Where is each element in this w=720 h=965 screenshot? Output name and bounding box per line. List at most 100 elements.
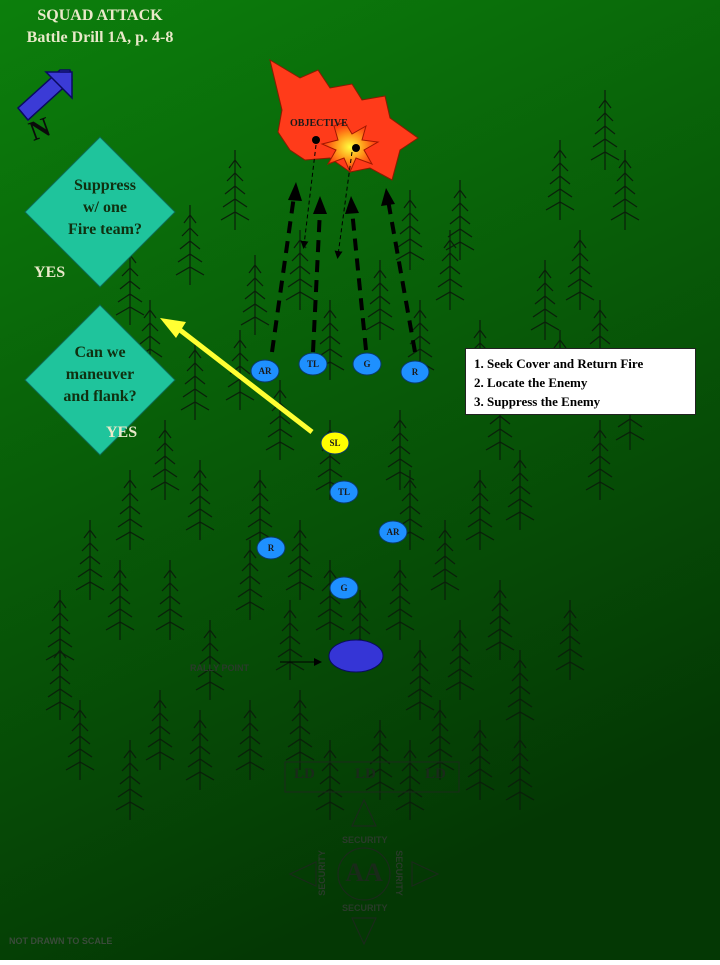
soldier-marker-shape: [250, 359, 280, 383]
tree-icon: [425, 700, 455, 780]
tree-icon: [105, 560, 135, 640]
ld-label: LD: [355, 766, 376, 782]
soldier-marker-shape: [329, 480, 359, 504]
assembly-area-circle: [337, 847, 391, 901]
tree-icon: [185, 710, 215, 790]
diagram-title: SQUAD ATTACK: [37, 7, 163, 24]
return-fire-arrow: [350, 209, 368, 351]
assembly-area: [288, 798, 440, 946]
soldier-marker-label: R: [268, 543, 275, 553]
tree-icon: [445, 180, 475, 260]
return-fire-arrow: [311, 209, 322, 353]
arrowhead-icon: [381, 188, 395, 206]
decision-diamond-1: [24, 136, 176, 288]
maneuver-arrowhead-icon: [160, 318, 186, 338]
rally-point-label: RALLY POINT: [190, 663, 250, 673]
arrowhead-icon: [345, 196, 359, 214]
security-label-right: SECURITY: [393, 850, 404, 896]
soldier-marker-shape: [298, 352, 328, 376]
security-arrow-east-icon: [411, 861, 440, 887]
security-arrow-north-icon: [351, 798, 377, 827]
north-arrow-icon: [16, 69, 73, 122]
tree-icon: [315, 740, 345, 820]
tree-icon: [445, 620, 475, 700]
objective-fire-shape: [269, 58, 419, 181]
return-fire-arrow: [270, 195, 296, 353]
squad-leader-marker-label: SL: [329, 438, 340, 448]
line-of-departure-box: [284, 761, 460, 793]
tree-icon: [395, 740, 425, 820]
ld-label: LD: [294, 766, 315, 782]
security-label-left: SECURITY: [316, 850, 327, 896]
soldier-marker: G: [352, 352, 382, 376]
tree-icon: [505, 730, 535, 810]
return-fire-arrow: [386, 199, 417, 353]
tree-icon: [590, 90, 620, 170]
tree-icon: [185, 460, 215, 540]
decision-2-line: Can we: [74, 344, 126, 361]
tree-icon: [365, 720, 395, 800]
tree-icon: [585, 300, 615, 380]
tree-icon: [195, 620, 225, 700]
tree-icon: [45, 590, 75, 670]
tree-icon: [405, 300, 435, 380]
squad-leader-marker-shape: [320, 431, 350, 455]
tree-icon: [150, 420, 180, 500]
tree-icon: [430, 520, 460, 600]
forest-trees: [45, 90, 645, 820]
tree-icon: [465, 470, 495, 550]
tree-icon: [235, 540, 265, 620]
step-item: 1. Seek Cover and Return Fire: [474, 356, 644, 371]
tree-icon: [315, 560, 345, 640]
soldier-marker: TL: [298, 352, 328, 376]
security-label-top: SECURITY: [342, 835, 388, 845]
battle-drill-steps: 1. Seek Cover and Return Fire 2. Locate …: [465, 348, 696, 415]
objective-blast-icon: [320, 121, 380, 174]
tree-icon: [385, 560, 415, 640]
tree-icon: [115, 470, 145, 550]
tree-icon: [435, 230, 465, 310]
soldier-marker: R: [256, 536, 286, 560]
enemy-fire-line: [300, 144, 317, 249]
decision-2-answer: YES: [106, 424, 138, 441]
tree-icon: [145, 690, 175, 770]
decision-1-line: Fire team?: [68, 221, 142, 238]
tree-icon: [285, 230, 315, 310]
soldier-marker: TL: [329, 480, 359, 504]
decision-diamond-2: [24, 304, 176, 456]
tree-icon: [585, 420, 615, 500]
step-item: 2. Locate the Enemy: [474, 375, 588, 390]
tree-icon: [285, 520, 315, 600]
soldier-marker-shape: [256, 536, 286, 560]
tree-icon: [135, 300, 165, 380]
objective-label: OBJECTIVE: [290, 118, 348, 129]
tree-icon: [180, 340, 210, 420]
tree-icon: [175, 205, 205, 285]
tree-icon: [45, 640, 75, 720]
tree-icon: [75, 520, 105, 600]
soldier-marker: G: [329, 576, 359, 600]
enemy-position-icon: [312, 136, 320, 144]
tree-icon: [155, 560, 185, 640]
soldier-marker-label: G: [363, 359, 370, 369]
tree-icon: [220, 150, 250, 230]
tree-icon: [530, 260, 560, 340]
soldier-marker-shape: [378, 520, 408, 544]
decision-1-text: Suppress w/ one Fire team?: [50, 175, 160, 241]
soldier-marker-shape: [329, 576, 359, 600]
return-fire-arrows: [270, 195, 417, 353]
tree-icon: [545, 140, 575, 220]
step-item: 3. Suppress the Enemy: [474, 394, 601, 409]
not-to-scale-note: NOT DRAWN TO SCALE: [9, 936, 113, 946]
ld-label: LD: [425, 766, 446, 782]
tree-icon: [395, 470, 425, 550]
tree-icon: [395, 190, 425, 270]
tree-icon: [385, 410, 415, 490]
tree-icon: [505, 450, 535, 530]
tree-icon: [505, 650, 535, 730]
enemy-fire-line: [334, 151, 353, 259]
rally-point-marker: [328, 639, 384, 673]
tree-icon: [610, 150, 640, 230]
soldier-marker-label: AR: [259, 366, 272, 376]
